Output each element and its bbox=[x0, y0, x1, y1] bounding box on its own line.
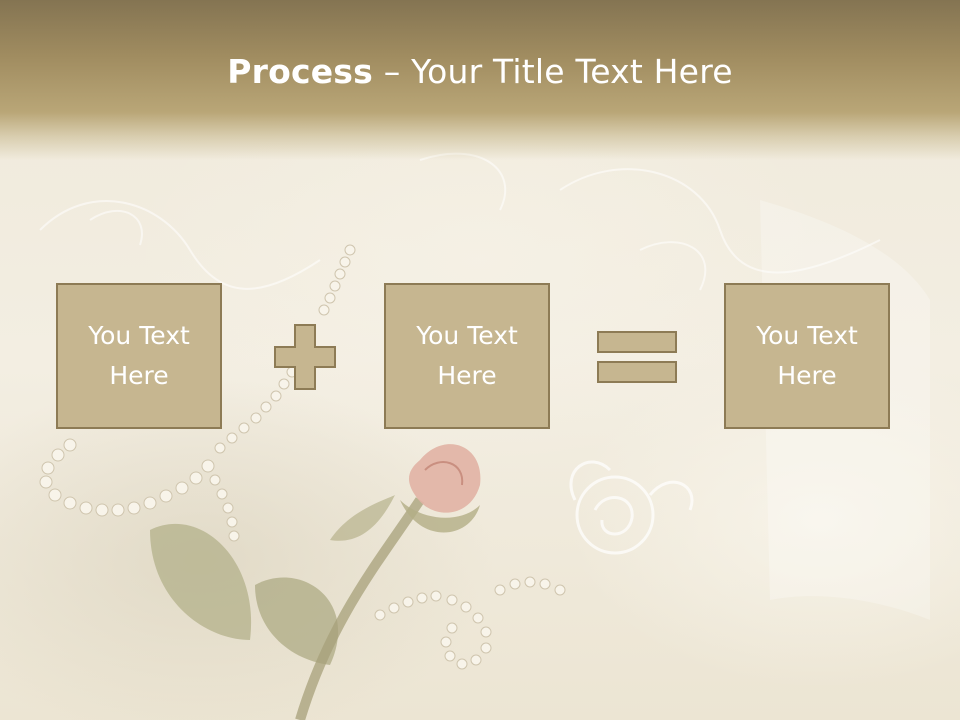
equals-icon bbox=[597, 331, 677, 383]
process-box-3[interactable]: You Text Here bbox=[724, 283, 890, 429]
title-bold: Process bbox=[227, 52, 373, 91]
process-box-1-label: You Text Here bbox=[88, 321, 190, 390]
title-dash: – bbox=[373, 52, 412, 91]
process-box-2-label: You Text Here bbox=[416, 321, 518, 390]
slide-title: Process – Your Title Text Here bbox=[0, 52, 960, 91]
title-bar: Process – Your Title Text Here bbox=[0, 0, 960, 160]
process-box-2[interactable]: You Text Here bbox=[384, 283, 550, 429]
plus-icon bbox=[274, 324, 336, 390]
title-text: Your Title Text Here bbox=[411, 52, 733, 91]
process-box-3-label: You Text Here bbox=[756, 321, 858, 390]
process-box-1[interactable]: You Text Here bbox=[56, 283, 222, 429]
